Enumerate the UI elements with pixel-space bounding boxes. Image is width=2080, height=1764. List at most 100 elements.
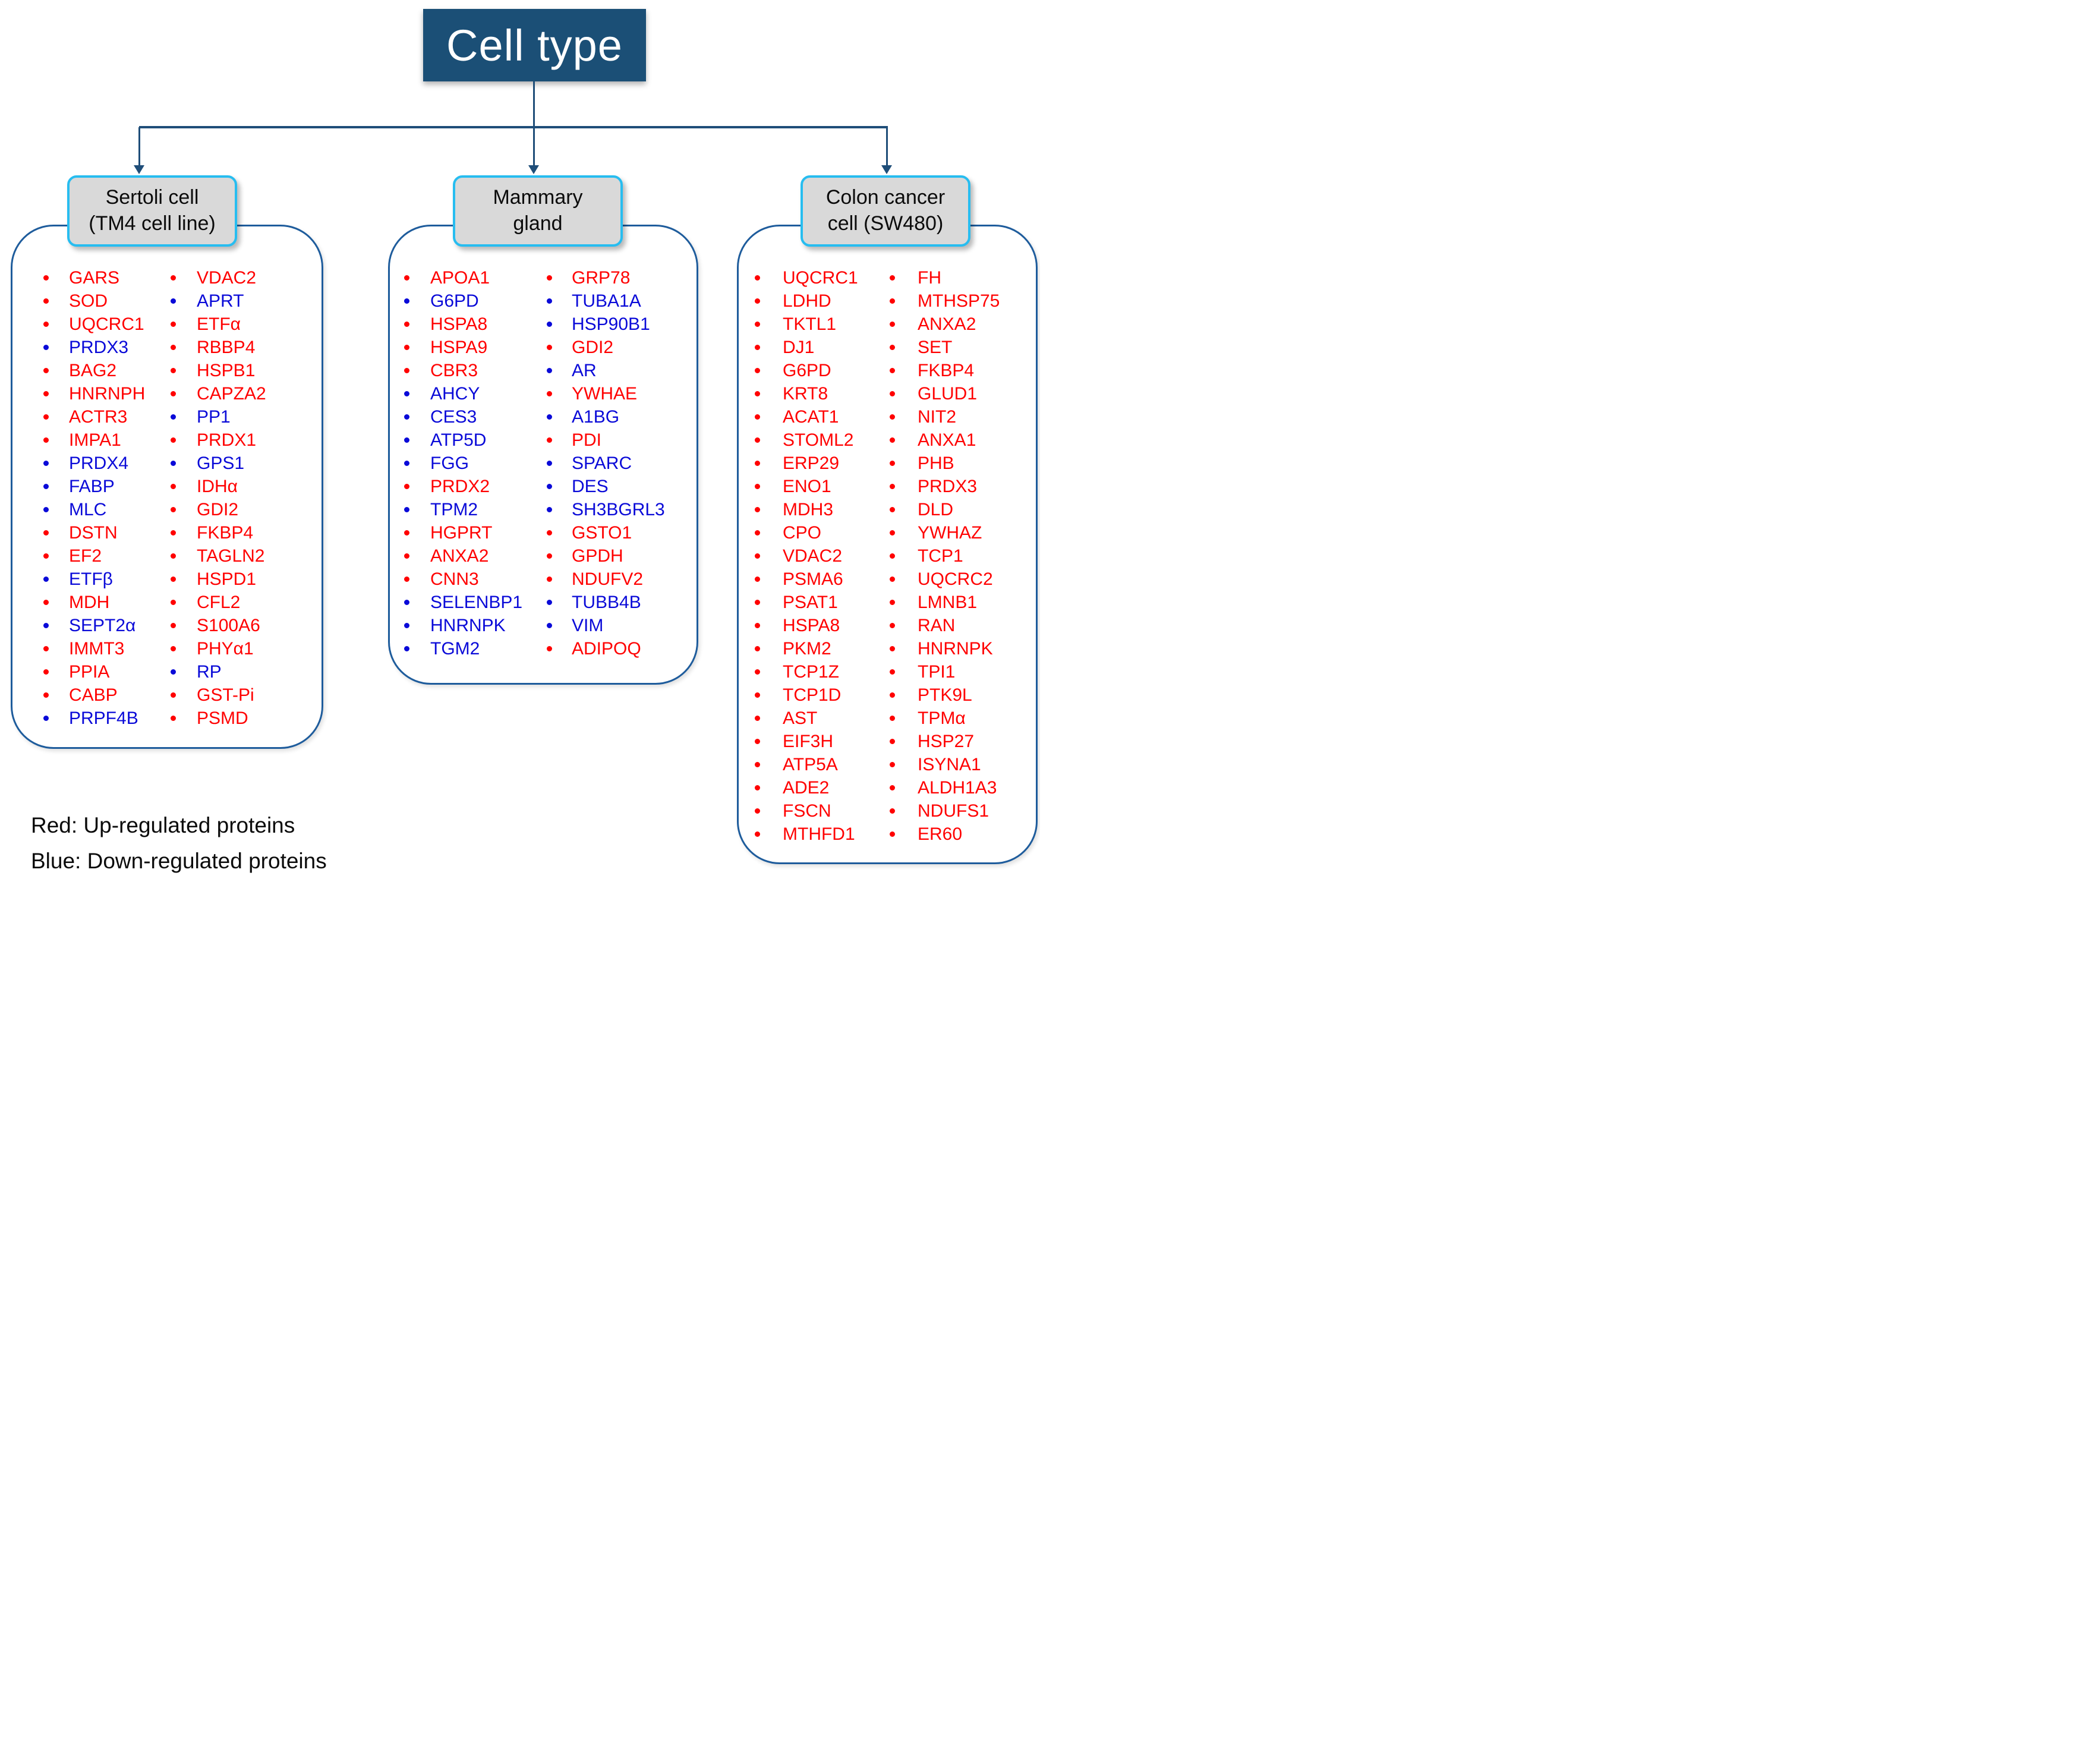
- protein-name: RP: [197, 662, 222, 682]
- protein-item: KRT8: [755, 382, 858, 405]
- protein-item: SH3BGRL3: [547, 498, 665, 521]
- protein-item: ER60: [890, 823, 1000, 846]
- bullet-icon: [171, 716, 176, 721]
- bullet-icon: [43, 600, 49, 605]
- protein-item: HSP27: [890, 730, 1000, 753]
- protein-name: YWHAE: [572, 383, 638, 404]
- protein-name: PRDX3: [918, 476, 978, 496]
- bullet-icon: [547, 391, 552, 396]
- protein-item: HSPA8: [755, 614, 858, 637]
- protein-item: AST: [755, 707, 858, 730]
- protein-item: FKBP4: [890, 359, 1000, 382]
- bullet-icon: [547, 484, 552, 489]
- protein-name: ERP29: [783, 453, 840, 473]
- bullet-icon: [890, 368, 895, 373]
- protein-name: MDH3: [783, 499, 834, 519]
- bullet-icon: [43, 298, 49, 304]
- bullet-icon: [404, 391, 409, 396]
- bullet-icon: [755, 739, 760, 744]
- arrow-down-icon: [134, 165, 144, 174]
- protein-name: SEPT2α: [69, 615, 136, 635]
- bullet-icon: [171, 600, 176, 605]
- protein-name: RBBP4: [197, 337, 256, 357]
- protein-name: FKBP4: [197, 522, 254, 543]
- protein-name: CNN3: [430, 569, 479, 589]
- protein-item: GRP78: [547, 266, 665, 289]
- protein-name: RAN: [918, 615, 956, 635]
- bullet-icon: [171, 437, 176, 443]
- bullet-icon: [755, 437, 760, 443]
- bullet-icon: [547, 437, 552, 443]
- group-label-line: cell (SW480): [827, 212, 944, 235]
- protein-item: YWHAE: [547, 382, 665, 405]
- protein-item: STOML2: [755, 429, 858, 452]
- protein-item: GARS: [43, 266, 145, 289]
- bullet-icon: [755, 322, 760, 327]
- protein-name: ETFα: [197, 314, 241, 334]
- cell-type-title-box: Cell type: [423, 9, 646, 81]
- protein-item: HNRNPK: [404, 614, 522, 637]
- protein-item: CBR3: [404, 359, 522, 382]
- protein-item: GST-Pi: [171, 683, 266, 707]
- bullet-icon: [171, 368, 176, 373]
- protein-item: GLUD1: [890, 382, 1000, 405]
- bullet-icon: [890, 530, 895, 536]
- colon-list-outline: [737, 225, 1038, 864]
- bullet-icon: [547, 577, 552, 582]
- bullet-icon: [404, 298, 409, 304]
- group-label-line: Sertoli cell: [105, 186, 199, 209]
- protein-item: EF2: [43, 544, 145, 568]
- bullet-icon: [890, 669, 895, 675]
- protein-name: ER60: [918, 824, 963, 844]
- protein-name: S100A6: [197, 615, 260, 635]
- protein-name: CES3: [430, 407, 477, 427]
- protein-name: PKM2: [783, 638, 831, 659]
- protein-item: SOD: [43, 289, 145, 313]
- protein-name: AST: [783, 708, 818, 728]
- bullet-icon: [171, 646, 176, 651]
- bullet-icon: [404, 530, 409, 536]
- protein-item: ATP5A: [755, 753, 858, 776]
- bullet-icon: [171, 553, 176, 559]
- bullet-icon: [43, 461, 49, 466]
- protein-item: UQCRC2: [890, 568, 1000, 591]
- bullet-icon: [547, 298, 552, 304]
- protein-item: MDH: [43, 591, 145, 614]
- diagram-canvas: Cell type Sertoli cell (TM4 cell line) M…: [0, 0, 1040, 882]
- bullet-icon: [890, 322, 895, 327]
- protein-name: MTHFD1: [783, 824, 855, 844]
- bullet-icon: [404, 368, 409, 373]
- protein-item: APRT: [171, 289, 266, 313]
- bullet-icon: [755, 553, 760, 559]
- protein-item: IDHα: [171, 475, 266, 498]
- protein-name: DSTN: [69, 522, 118, 543]
- protein-item: FKBP4: [171, 521, 266, 544]
- protein-name: ANXA2: [918, 314, 976, 334]
- bullet-icon: [171, 484, 176, 489]
- protein-item: DES: [547, 475, 665, 498]
- protein-name: TGM2: [430, 638, 480, 659]
- protein-name: MDH: [69, 592, 110, 612]
- group-label-line: (TM4 cell line): [89, 212, 216, 235]
- bullet-icon: [755, 368, 760, 373]
- bullet-icon: [547, 345, 552, 350]
- protein-item: PP1: [171, 405, 266, 429]
- protein-name: HSPB1: [197, 360, 256, 380]
- protein-item: ENO1: [755, 475, 858, 498]
- protein-name: HNRNPH: [69, 383, 146, 404]
- bullet-icon: [755, 600, 760, 605]
- protein-name: TPMα: [918, 708, 966, 728]
- bullet-icon: [404, 437, 409, 443]
- connector-drop-middle: [533, 127, 535, 165]
- bullet-icon: [755, 461, 760, 466]
- bullet-icon: [43, 437, 49, 443]
- protein-name: HSPA9: [430, 337, 488, 357]
- protein-name: A1BG: [572, 407, 620, 427]
- protein-item: PSMA6: [755, 568, 858, 591]
- sertoli-list-outline: [11, 225, 323, 749]
- protein-name: PRDX2: [430, 476, 490, 496]
- bullet-icon: [171, 530, 176, 536]
- protein-name: DJ1: [783, 337, 815, 357]
- bullet-icon: [43, 484, 49, 489]
